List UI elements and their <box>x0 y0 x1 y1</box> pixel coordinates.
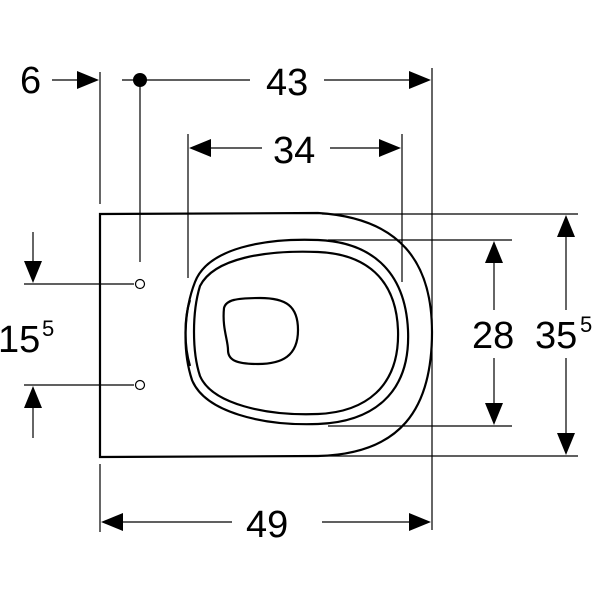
mounting-hole-top <box>134 278 146 290</box>
mounting-hole-bottom <box>134 379 146 391</box>
bowl-left-edge <box>184 299 192 367</box>
dim-28-arrow-bottom <box>485 403 503 425</box>
dim-355-sup: 5 <box>580 312 592 337</box>
dim-6-label: 6 <box>20 60 41 102</box>
dim-49-arrow-right <box>409 513 431 531</box>
dim-155-label: 15 <box>0 319 40 361</box>
bowl-outer-rim <box>184 238 410 426</box>
dim-49-arrow-left <box>101 513 123 531</box>
dim-34-arrow-right <box>379 139 401 157</box>
dim-43-arrow-right <box>409 71 431 89</box>
drain-opening <box>222 296 300 366</box>
dim-355-arrow-top <box>557 215 575 237</box>
dim-6-arrow <box>77 71 99 89</box>
dim-355-label: 35 <box>535 315 577 357</box>
bowl-inner-rim <box>192 250 400 416</box>
dim-28-label: 28 <box>472 315 514 357</box>
dim-155-arrow-bottom <box>24 386 42 408</box>
dim-155-sup: 5 <box>42 316 54 341</box>
dim-355-arrow-bottom <box>557 433 575 455</box>
dim-34-arrow-left <box>189 139 211 157</box>
dim-28-arrow-top <box>485 241 503 263</box>
dim-155-arrow-top <box>24 261 42 283</box>
dim-34-label: 34 <box>273 130 315 172</box>
dim-49-label: 49 <box>246 504 288 546</box>
dim-43-label: 43 <box>266 62 308 104</box>
